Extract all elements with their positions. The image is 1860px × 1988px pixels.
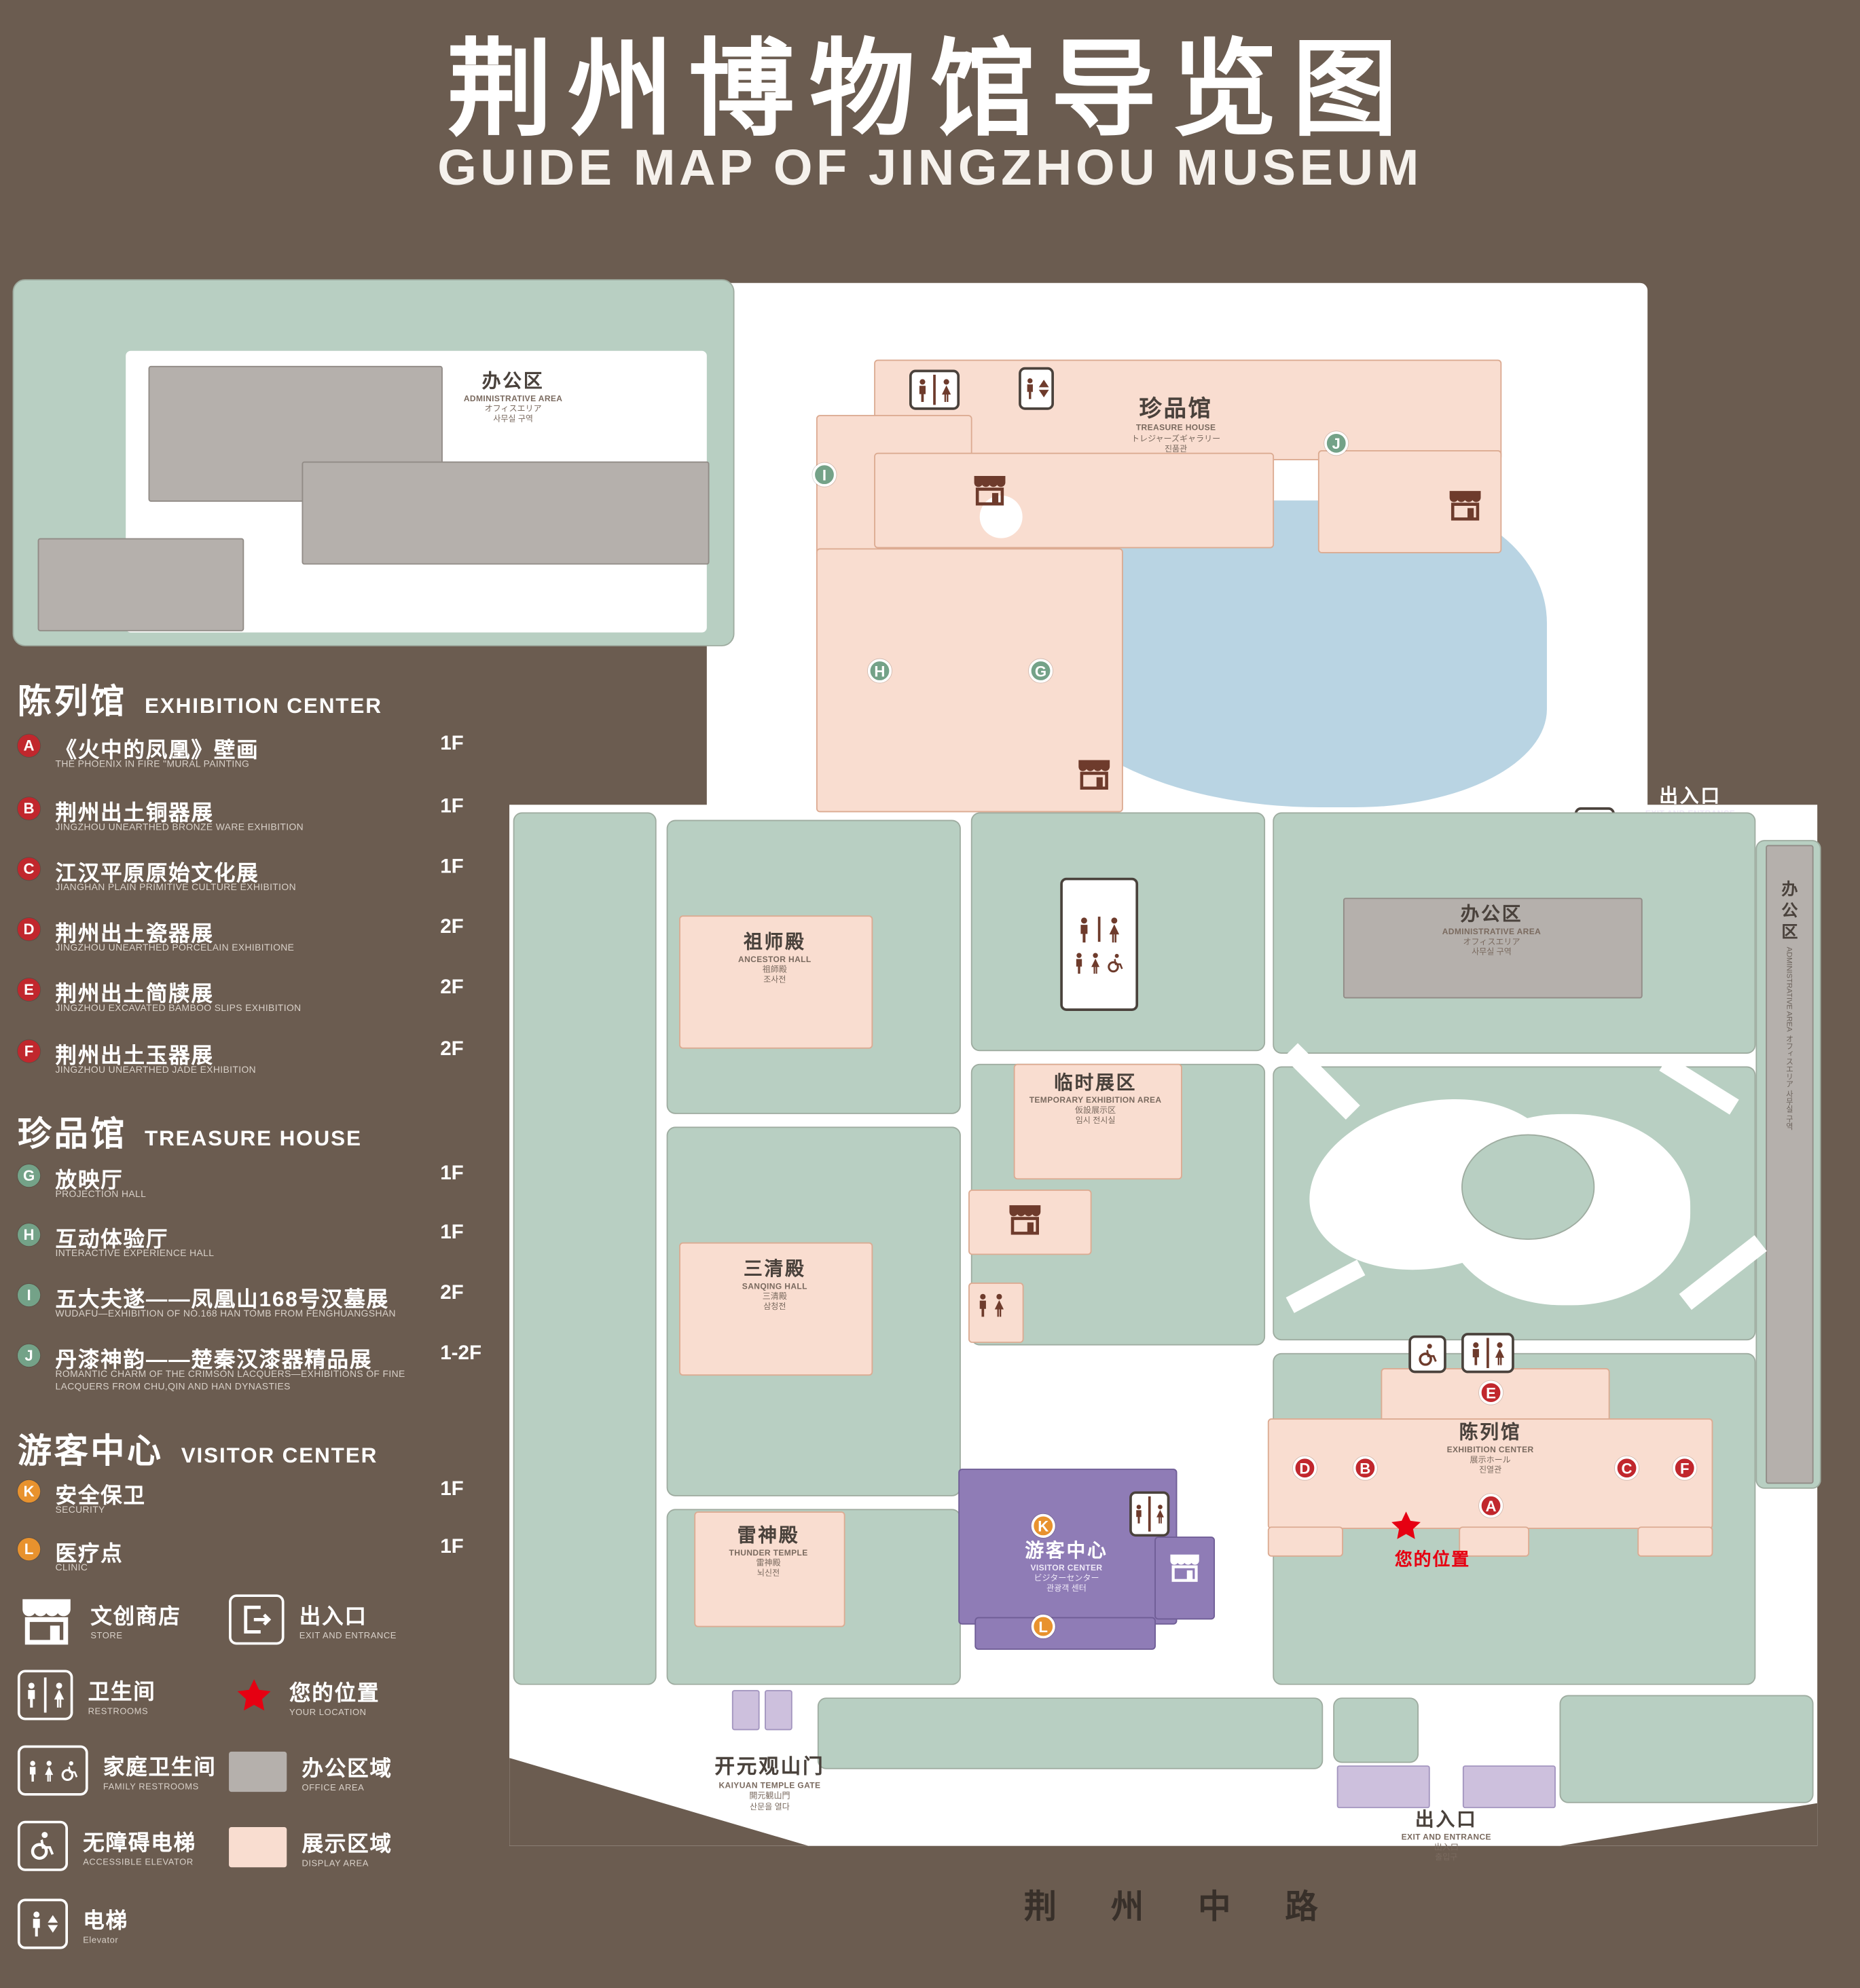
page-subtitle: GUIDE MAP OF JINGZHOU MUSEUM [437, 141, 1423, 196]
exit-icon [229, 1594, 285, 1645]
map-badge-I: I [812, 462, 837, 487]
store-icon [1075, 757, 1113, 790]
admin-building-2 [302, 461, 710, 565]
location-icon [237, 1679, 271, 1711]
map-badge-D: D [1292, 1456, 1317, 1480]
temp-restroom-building [968, 1283, 1024, 1343]
location-icon [1391, 1511, 1421, 1539]
store-icon [1446, 488, 1484, 521]
lawn [513, 812, 657, 1685]
family-restrooms-icon [17, 1745, 88, 1796]
map-badge-E: E [1478, 1380, 1503, 1405]
road-label: 荆 州 中 路 [1023, 1887, 1341, 1926]
map-badge-J: J [1324, 431, 1349, 456]
display-swatch [229, 1826, 287, 1868]
page-title: 荆州博物馆导览图 [447, 30, 1413, 149]
map-badge-L: L [1031, 1614, 1055, 1639]
gate-building [731, 1690, 760, 1731]
sanqing-hall-building [679, 1242, 873, 1376]
gate-building [765, 1690, 792, 1731]
restrooms-icon [1129, 1491, 1170, 1537]
thunder-temple-building [694, 1511, 845, 1627]
lawn-south-2 [1333, 1697, 1419, 1763]
treasure-house-building [1317, 450, 1502, 553]
elevator-icon [17, 1898, 69, 1949]
accessible-elevator-icon [1408, 1335, 1446, 1374]
your-location-label: 您的位置 [1394, 1549, 1470, 1570]
restrooms-building [1060, 877, 1139, 1012]
store-icon [1006, 1202, 1044, 1235]
map-badge-A: A [1478, 1494, 1503, 1518]
restrooms-icon [976, 1293, 1006, 1318]
temporary-exhibition-building [1013, 1063, 1182, 1180]
visitor-center-building [1154, 1536, 1216, 1620]
restrooms-icon [1461, 1333, 1514, 1374]
exhibition-center-building [1267, 1526, 1343, 1557]
treasure-house-building [874, 452, 1275, 549]
treasure-house-building [816, 548, 1123, 813]
lawn-south-3 [1559, 1695, 1814, 1803]
admin-building-3 [37, 538, 244, 631]
garden-island [1461, 1134, 1595, 1240]
map-badge-F: F [1673, 1456, 1697, 1480]
store-icon [1167, 1551, 1203, 1581]
family-restrooms-icon [1073, 952, 1126, 974]
entrance-building [1336, 1765, 1430, 1809]
ancestor-hall-building [679, 915, 873, 1049]
restrooms-icon [1077, 914, 1122, 944]
accessible-elevator-icon [17, 1820, 69, 1871]
temp-store-building [968, 1189, 1092, 1255]
map-badge-G: G [1028, 659, 1053, 683]
store-icon [18, 1594, 75, 1644]
restrooms-icon [17, 1670, 73, 1720]
restrooms-icon [909, 369, 960, 410]
map-badge-H: H [867, 659, 892, 683]
admin-mid-building [1343, 898, 1643, 999]
map-badge-B: B [1353, 1456, 1377, 1480]
map-badge-C: C [1614, 1456, 1639, 1480]
map-badge-K: K [1031, 1513, 1055, 1538]
lawn-south-1 [817, 1697, 1324, 1769]
entrance-building [1462, 1765, 1556, 1809]
elevator-icon [1019, 367, 1054, 410]
admin-strip-building [1766, 845, 1814, 1484]
exhibition-center-building [1637, 1526, 1713, 1557]
visitor-center-building [974, 1617, 1156, 1650]
office-swatch [229, 1751, 287, 1792]
exhibition-center-building [1459, 1526, 1530, 1557]
store-icon [971, 473, 1009, 505]
